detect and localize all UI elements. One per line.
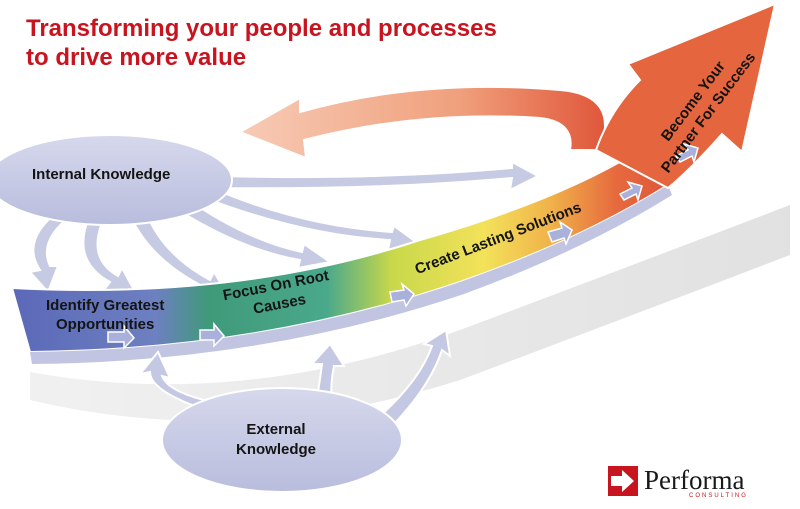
external-knowledge-bubble [161, 387, 403, 493]
band-shadow [30, 205, 790, 421]
stage-1-label: Identify Greatest Opportunities [46, 296, 164, 334]
performa-logo-arrow [611, 470, 634, 492]
external-knowledge-arrows [137, 328, 452, 426]
stage-1-line-2: Opportunities [56, 316, 155, 333]
internal-knowledge-bubble [0, 134, 233, 226]
stage-1-line-1: Identify Greatest [46, 297, 165, 314]
title-line-1: Transforming your people and processes [26, 15, 497, 42]
title-line-2: to drive more value [26, 44, 247, 71]
internal-knowledge-label: Internal Knowledge [32, 166, 171, 183]
external-line-2: Knowledge [236, 441, 317, 458]
external-knowledge-label: External Knowledge [236, 420, 316, 460]
logo-tagline: CONSULTING [689, 493, 748, 499]
external-line-1: External [246, 421, 306, 438]
success-arrow [594, 2, 777, 190]
page-title: Transforming your people and processes t… [26, 14, 497, 72]
step-markers [107, 142, 699, 350]
loop-back-arrow [237, 85, 606, 160]
logo-wordmark: Performa [644, 465, 745, 495]
